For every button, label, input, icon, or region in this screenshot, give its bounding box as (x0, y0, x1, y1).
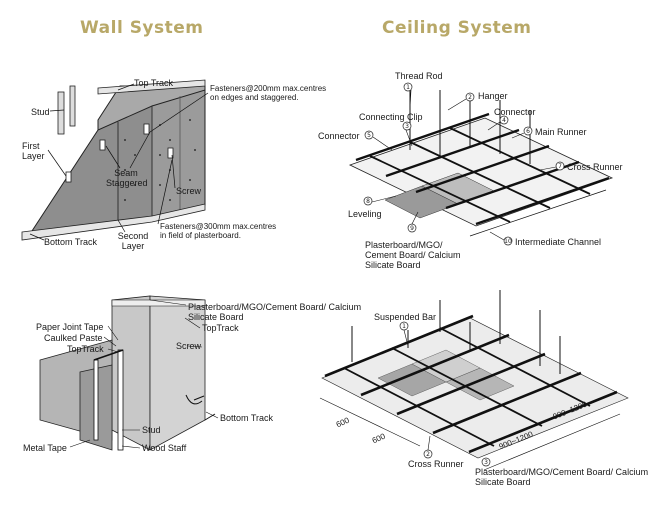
label-connector-left: Connector (318, 131, 360, 141)
label-wall-bottom-board: Plasterboard/MGO/Cement Board/ Calcium S… (188, 302, 362, 322)
label-screw: Screw (176, 186, 202, 196)
label-fasteners-300: Fasteners@300mm max.centres in field of … (160, 222, 277, 240)
callout-2: 2 (468, 94, 472, 101)
label-main-runner: Main Runner (535, 127, 587, 137)
label-wall-bottom-track: Bottom Track (220, 413, 274, 423)
label-caulked-paste: Caulked Paste (44, 333, 103, 343)
callout-10: 10 (504, 238, 512, 245)
label-cross-runner: Cross Runner (567, 162, 623, 172)
label-second-layer: Second Layer (117, 231, 149, 251)
label-bottom-ceiling-board: Plasterboard/MGO/Cement Board/ Calcium S… (475, 467, 649, 487)
label-toptrack-left: TopTrack (67, 344, 104, 354)
label-stud: Stud (31, 107, 50, 117)
ceiling-system-heading: Ceiling System (382, 18, 532, 38)
bottom-callout-2: 2 (426, 451, 430, 458)
bottom-callout-3: 3 (484, 459, 488, 466)
label-fasteners-200: Fasteners@200mm max.centres on edges and… (210, 84, 327, 102)
label-ceiling-board: Plasterboard/MGO/ Cement Board/ Calcium … (365, 240, 461, 270)
label-top-track: Top Track (134, 78, 174, 88)
callout-5: 5 (367, 132, 371, 139)
ceiling-top-drawing: 1 2 3 4 5 6 7 8 9 10 (348, 82, 614, 246)
wall-system-heading: Wall System (80, 18, 204, 38)
label-bottom-cross-runner: Cross Runner (408, 459, 464, 469)
label-thread-rod: Thread Rod (395, 71, 443, 81)
label-wall-bottom-stud: Stud (142, 425, 161, 435)
callout-3: 3 (405, 123, 409, 130)
wall-bottom-drawing (39, 295, 219, 451)
label-wall-bottom-screw: Screw (176, 341, 202, 351)
bottom-callout-1: 1 (402, 323, 406, 330)
wall-top-drawing (21, 79, 209, 241)
label-hanger: Hanger (478, 91, 508, 101)
label-intermediate-channel: Intermediate Channel (515, 237, 602, 247)
callout-8: 8 (366, 198, 370, 205)
label-connecting-clip: Connecting Clip (359, 112, 423, 122)
label-suspended-bar: Suspended Bar (374, 312, 437, 322)
label-leveling: Leveling (348, 209, 382, 219)
callout-6: 6 (526, 128, 530, 135)
callout-4: 4 (502, 117, 506, 124)
callout-9: 9 (410, 225, 414, 232)
label-paper-joint-tape: Paper Joint Tape (36, 322, 104, 332)
label-bottom-track: Bottom Track (44, 237, 98, 247)
label-toptrack-right: TopTrack (202, 323, 239, 333)
label-wood-staff: Wood Staff (142, 443, 187, 453)
callout-1: 1 (406, 84, 410, 91)
label-seam-staggered: Seam Staggered (106, 168, 148, 188)
ceiling-bottom-drawing: 1 2 3 (319, 290, 629, 471)
callout-7: 7 (558, 163, 562, 170)
label-first-layer: First Layer (22, 141, 45, 161)
label-metal-tape: Metal Tape (23, 443, 67, 453)
label-connector-right: Connector (494, 107, 536, 117)
